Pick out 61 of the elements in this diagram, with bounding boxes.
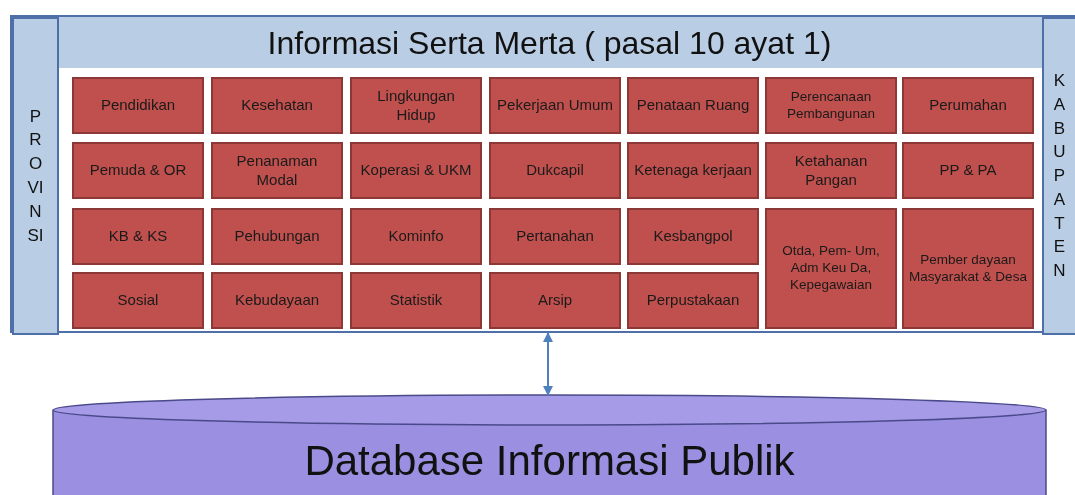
topic-label: Arsip bbox=[537, 291, 573, 310]
topic-label: Otda, Pem- Um, Adm Keu Da, Kepegawaian bbox=[781, 243, 881, 294]
topic-box bbox=[902, 142, 1034, 199]
topic-box bbox=[489, 208, 621, 265]
topic-box bbox=[902, 208, 1034, 329]
topic-box bbox=[211, 77, 343, 134]
band-label: KABUPATEN bbox=[1052, 69, 1067, 283]
topic-label: Penataan Ruang bbox=[636, 96, 750, 115]
topic-label: Kesehatan bbox=[241, 96, 313, 115]
topic-label: Perumahan bbox=[929, 96, 1007, 115]
topic-label: Ketahanan Pangan bbox=[793, 151, 869, 190]
topic-box bbox=[211, 208, 343, 265]
topic-label: Pemuda & OR bbox=[89, 161, 187, 180]
topic-box bbox=[765, 142, 897, 199]
topic-box bbox=[489, 272, 621, 329]
topic-box bbox=[72, 142, 204, 199]
topic-box bbox=[350, 77, 482, 134]
topic-label: Kesbangpol bbox=[653, 227, 733, 246]
topic-box bbox=[350, 272, 482, 329]
topic-label: Statistik bbox=[389, 291, 443, 310]
topic-label: Sosial bbox=[117, 291, 159, 310]
topic-box bbox=[211, 142, 343, 199]
topic-label: Koperasi & UKM bbox=[360, 161, 472, 180]
topic-label: KB & KS bbox=[108, 227, 168, 246]
topic-box bbox=[627, 77, 759, 134]
section-title: Informasi Serta Merta ( pasal 10 ayat 1) bbox=[266, 25, 833, 62]
database-label: Database Informasi Publik bbox=[303, 437, 796, 485]
section-frame bbox=[10, 15, 1075, 333]
topic-label: Pendidikan bbox=[100, 96, 176, 115]
topic-label: Pertanahan bbox=[516, 227, 594, 246]
topic-box bbox=[350, 142, 482, 199]
topic-box bbox=[902, 77, 1034, 134]
topic-label: Kebudayaan bbox=[234, 291, 320, 310]
double-arrow bbox=[543, 332, 553, 396]
topic-box bbox=[489, 77, 621, 134]
database-cylinder bbox=[52, 393, 1047, 495]
topic-box bbox=[72, 77, 204, 134]
side-band bbox=[1042, 17, 1075, 335]
topic-label: Pember dayaan Masyarakat & Desa bbox=[908, 251, 1028, 286]
topic-box bbox=[765, 208, 897, 329]
topic-label: Pekerjaan Umum bbox=[497, 96, 613, 115]
topic-label: Lingkungan Hidup bbox=[376, 86, 456, 125]
band-label: PROVINSI bbox=[27, 105, 44, 247]
topic-label: Penanaman Modal bbox=[235, 151, 319, 190]
topic-box bbox=[72, 208, 204, 265]
topic-label: Perencanaan Pembangunan bbox=[786, 88, 876, 123]
topic-box bbox=[489, 142, 621, 199]
topic-label: Kominfo bbox=[388, 227, 444, 246]
topic-box bbox=[627, 142, 759, 199]
topic-label: PP & PA bbox=[939, 161, 997, 180]
topic-box bbox=[627, 208, 759, 265]
topic-box bbox=[627, 272, 759, 329]
topic-label: Dukcapil bbox=[526, 161, 584, 180]
topic-box bbox=[765, 77, 897, 134]
topic-label: Pehubungan bbox=[234, 227, 320, 246]
topic-label: Ketenaga kerjaan bbox=[634, 161, 752, 180]
topic-box bbox=[211, 272, 343, 329]
topic-label: Perpustakaan bbox=[646, 291, 740, 310]
topic-box bbox=[72, 272, 204, 329]
topic-box bbox=[350, 208, 482, 265]
side-band bbox=[12, 17, 59, 335]
